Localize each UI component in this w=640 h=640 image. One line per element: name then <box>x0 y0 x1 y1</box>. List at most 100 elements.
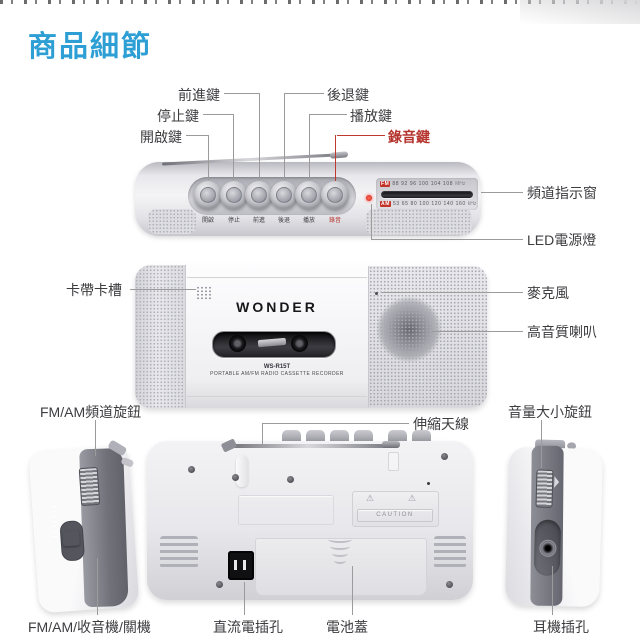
callout-line-open <box>186 135 209 136</box>
top-grille-right <box>366 209 472 235</box>
callout-line-record <box>335 135 336 181</box>
play-button-label: 播放 <box>302 218 315 224</box>
callout-stop-key: 停止鍵 <box>157 108 199 124</box>
callout-microphone: 麥克風 <box>527 285 569 301</box>
callout-line-antenna <box>262 423 409 424</box>
callout-earphone-jack: 耳機插孔 <box>533 619 589 635</box>
tuning-wheel <box>78 466 101 507</box>
callout-line-antenna <box>262 423 263 444</box>
open-button <box>194 181 222 209</box>
model-tagline: PORTABLE AM/FM RADIO CASSETTE RECORDER <box>210 371 344 377</box>
strap-mount <box>236 455 248 487</box>
am-band-chip: AM <box>380 201 391 207</box>
vent-slots-left <box>160 536 198 568</box>
callout-play-key: 播放鍵 <box>350 108 392 124</box>
stop-button-label: 停止 <box>227 218 240 224</box>
fm-scale-values: 88 92 96 100 104 108 <box>392 181 454 187</box>
stop-button <box>220 181 248 209</box>
dc-jack-pin <box>234 560 237 570</box>
am-scale-row: AM 53 65 80 100 120 140 160 kHz <box>380 201 476 207</box>
antenna-cap-top <box>329 151 349 159</box>
callout-line-channel-window <box>481 192 523 193</box>
callout-line-record <box>337 135 385 136</box>
callout-line-tuner-knob <box>95 420 96 456</box>
callout-antenna: 伸縮天線 <box>413 416 469 432</box>
callout-channel-window: 頻道指示窗 <box>527 185 597 201</box>
callout-line-dc-jack <box>244 582 245 615</box>
screw <box>232 474 239 481</box>
screw <box>216 581 223 588</box>
radio-right-side-view <box>501 439 611 614</box>
antenna-tip <box>382 441 400 448</box>
callout-speaker: 高音質喇叭 <box>527 324 597 340</box>
callout-open-key: 開啟鍵 <box>140 129 182 145</box>
callout-line-forward <box>259 93 260 180</box>
record-button-label: 錄音 <box>328 218 341 224</box>
brand-logo: WONDER <box>236 299 318 315</box>
button-underside <box>306 430 325 443</box>
forward-button-label: 前進 <box>252 218 265 224</box>
front-grille-left <box>135 265 186 408</box>
am-scale-values: 53 65 80 100 120 140 160 <box>392 201 466 207</box>
callout-battery-cover: 電池蓋 <box>326 619 368 635</box>
callout-line-stop <box>203 114 234 115</box>
callout-line-stop <box>233 114 234 180</box>
reset-hole <box>427 482 430 485</box>
button-underside <box>388 430 407 443</box>
callout-tuner-knob: FM/AM頻道旋鈕 <box>40 404 142 420</box>
warning-triangle-icon: ⚠ <box>366 493 375 503</box>
callout-rewind-key: 後退鍵 <box>327 87 369 103</box>
fm-unit: MHz <box>455 181 466 187</box>
callout-cassette-slot: 卡帶卡槽 <box>66 282 122 298</box>
callout-line-battery-cover <box>352 566 353 615</box>
cassette-door-vents <box>196 286 211 300</box>
callout-mode-switch: FM/AM/收音機/關機 <box>28 619 151 635</box>
play-button <box>295 181 323 209</box>
dc-power-jack <box>228 551 254 580</box>
callout-volume-knob: 音量大小旋鈕 <box>508 404 592 420</box>
callout-line-rewind <box>284 93 324 94</box>
open-button-label: 開啟 <box>201 218 214 224</box>
am-unit: kHz <box>467 201 477 207</box>
screw <box>441 453 448 460</box>
callout-line-play <box>309 114 347 115</box>
front-speaker-grille <box>368 266 487 407</box>
screw <box>287 476 294 483</box>
stowed-antenna <box>228 444 388 448</box>
record-button <box>321 181 349 209</box>
callout-line-forward <box>224 93 260 94</box>
button-underside <box>282 430 301 443</box>
callout-line-volume-knob <box>541 420 542 468</box>
dc-jack-pin <box>243 560 246 570</box>
battery-grip-line <box>332 550 348 557</box>
callout-line-rewind <box>284 93 285 180</box>
button-underside <box>330 430 349 443</box>
corner-shading <box>520 0 640 24</box>
callout-dc-jack: 直流電插孔 <box>213 619 283 635</box>
callout-line-speaker <box>432 331 523 332</box>
antenna-bracket <box>388 452 399 471</box>
door-seam-top <box>187 277 367 278</box>
screw <box>446 581 453 588</box>
cassette-reel-right <box>291 335 308 352</box>
radio-left-side-view <box>20 439 148 620</box>
callout-line-play <box>309 114 310 180</box>
callout-line-led <box>371 204 372 239</box>
callout-line-led <box>371 239 523 240</box>
cassette-reel-left <box>229 335 246 352</box>
vent-slots-right <box>434 536 466 568</box>
callout-line-earphone-jack <box>552 566 553 615</box>
callout-forward-key: 前進鍵 <box>178 87 220 103</box>
dial-window <box>381 191 473 198</box>
callout-line-mode-switch <box>97 558 98 615</box>
mode-switch-knob <box>62 530 80 546</box>
page-title: 商品細節 <box>28 31 153 63</box>
button-underside <box>354 430 373 443</box>
model-number: WS-R15T <box>263 364 291 370</box>
embossed-panel <box>238 495 334 525</box>
rewind-button <box>270 181 298 209</box>
rewind-button-label: 後退 <box>277 218 290 224</box>
battery-grip-line <box>330 543 350 550</box>
fm-scale-row: FM 88 92 96 100 104 108 MHz <box>380 181 465 187</box>
